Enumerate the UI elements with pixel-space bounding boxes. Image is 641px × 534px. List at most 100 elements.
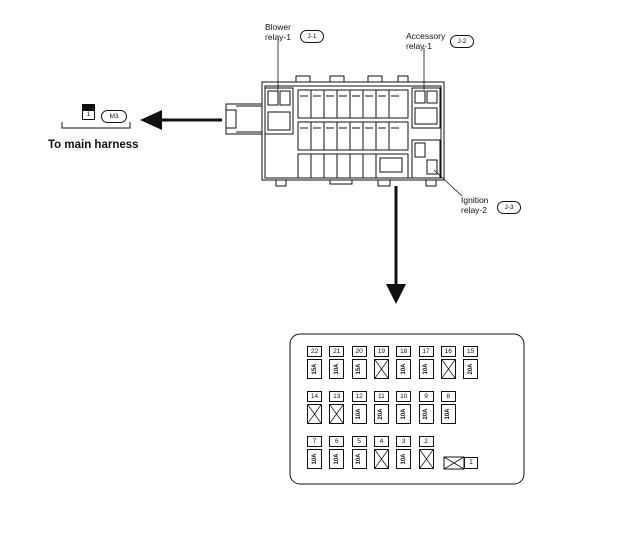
fuse-rating: 15A (356, 363, 363, 375)
ignition-relay-code: J-3 (497, 201, 521, 214)
fuse-rating-box: 15A (307, 359, 322, 379)
fuse-12: 12 10A (351, 391, 367, 424)
fuse-number: 15 (463, 346, 479, 357)
arrow-to-harness (140, 110, 222, 130)
fuse-rating-box: 10A (440, 404, 456, 424)
fuse-rating-box: 10A (396, 449, 412, 469)
empty-fuse-slot (418, 449, 434, 469)
fuse-number: 14 (307, 391, 322, 402)
fuse-number: 16 (440, 346, 456, 357)
arrow-to-fuse-layout (386, 186, 406, 304)
fuse-rating: 10A (356, 408, 363, 420)
empty-slot-x-icon (330, 405, 344, 423)
fuse-rating: 15A (311, 363, 318, 375)
empty-fuse-slot (329, 404, 345, 424)
accessory-relay-label: Accessory relay-1 (406, 31, 446, 51)
fuse-rating-box: 20A (373, 404, 389, 424)
empty-slot-x-icon (441, 360, 455, 378)
fuse-rating: 10A (400, 453, 407, 465)
fuse-number: 6 (329, 436, 345, 447)
fuse-number: 13 (329, 391, 345, 402)
fuse-14: 14 (307, 391, 322, 424)
fuse-rating: 10A (333, 453, 340, 465)
connector-cap (82, 104, 95, 110)
fuse-number: 20 (351, 346, 367, 357)
fuse-rating-box: 20A (418, 404, 434, 424)
fuse-number: 3 (396, 436, 412, 447)
fuse-rating: 10A (445, 408, 452, 420)
fuse-15: 15 20A (463, 346, 479, 379)
empty-fuse-slot (373, 449, 389, 469)
fuse-rating: 20A (423, 408, 429, 420)
harness-bracket (61, 122, 131, 129)
accessory-relay-code: J-2 (450, 35, 474, 48)
fuse-11: 11 20A (373, 391, 389, 424)
ignition-relay-label: Ignition relay-2 (461, 195, 489, 215)
fuse-number: 11 (373, 391, 389, 402)
fuse-rating: 10A (333, 363, 340, 375)
fuse-rating-box: 10A (396, 359, 412, 379)
fuse-22: 22 15A (307, 346, 322, 379)
fuse-2: 2 (418, 436, 434, 469)
blower-relay-label: Blower relay-1 (265, 22, 291, 42)
fuse-rating: 10A (311, 453, 318, 465)
harness-label: To main harness (48, 139, 139, 151)
fuse-number: 9 (418, 391, 434, 402)
fuse-9: 9 20A (418, 391, 434, 424)
fuse-rating-box: 20A (463, 359, 479, 379)
fuse-5: 5 10A (351, 436, 367, 469)
fuse-6: 6 10A (329, 436, 345, 469)
fuse-rating-box: 10A (418, 359, 434, 379)
fuse-4: 4 (373, 436, 389, 469)
empty-fuse-slot (440, 359, 456, 379)
fuse-rating: 20A (467, 363, 474, 375)
empty-fuse-slot (307, 404, 322, 424)
leader-lines (277, 40, 463, 197)
fuse-17: 17 10A (418, 346, 434, 379)
fuse-number: 7 (307, 436, 322, 447)
fuse-number: 17 (418, 346, 434, 357)
fuse-8: 8 10A (440, 391, 456, 424)
fuse-rating: 10A (423, 363, 429, 375)
fuse-20: 20 15A (351, 346, 367, 379)
empty-slot-x-icon (374, 360, 388, 378)
fuse-number: 4 (373, 436, 389, 447)
fuse-number: 8 (440, 391, 456, 402)
fuse-rating: 10A (356, 453, 363, 465)
fuse-10: 10 10A (396, 391, 412, 424)
relay-slot-1-label: 1 (464, 457, 478, 469)
fuse-rating-box: 10A (351, 449, 367, 469)
fuse-block-housing (225, 75, 445, 187)
empty-slot-x-icon (419, 450, 433, 468)
fuse-rating: 20A (378, 408, 385, 420)
fuse-18: 18 10A (396, 346, 412, 379)
fuse-number: 2 (418, 436, 434, 447)
fuse-rating-box: 10A (396, 404, 412, 424)
empty-slot-x-icon (374, 450, 388, 468)
connector-code-badge: M3 (101, 110, 127, 123)
fuse-rating-box: 10A (329, 359, 345, 379)
fuse-19: 19 (373, 346, 389, 379)
fuse-21: 21 10A (329, 346, 345, 379)
fuse-number: 19 (373, 346, 389, 357)
fuse-rating-box: 15A (351, 359, 367, 379)
fuse-rating-box: 10A (329, 449, 345, 469)
fuse-number: 10 (396, 391, 412, 402)
fuse-rating-box: 10A (307, 449, 322, 469)
empty-slot-x-icon (308, 405, 321, 423)
fuse-16: 16 (440, 346, 456, 379)
fuse-number: 18 (396, 346, 412, 357)
relay-slot-1 (443, 456, 465, 470)
fuse-7: 7 10A (307, 436, 322, 469)
empty-fuse-slot (373, 359, 389, 379)
fuse-rating: 10A (400, 408, 407, 420)
fuse-rating-box: 10A (351, 404, 367, 424)
fuse-rating: 10A (400, 363, 407, 375)
fuse-number: 12 (351, 391, 367, 402)
fuse-3: 3 10A (396, 436, 412, 469)
fuse-number: 21 (329, 346, 345, 357)
fuse-number: 5 (351, 436, 367, 447)
blower-relay-code: J-1 (300, 30, 324, 43)
fuse-number: 22 (307, 346, 322, 357)
connector-pin-label: 1 (82, 110, 95, 120)
